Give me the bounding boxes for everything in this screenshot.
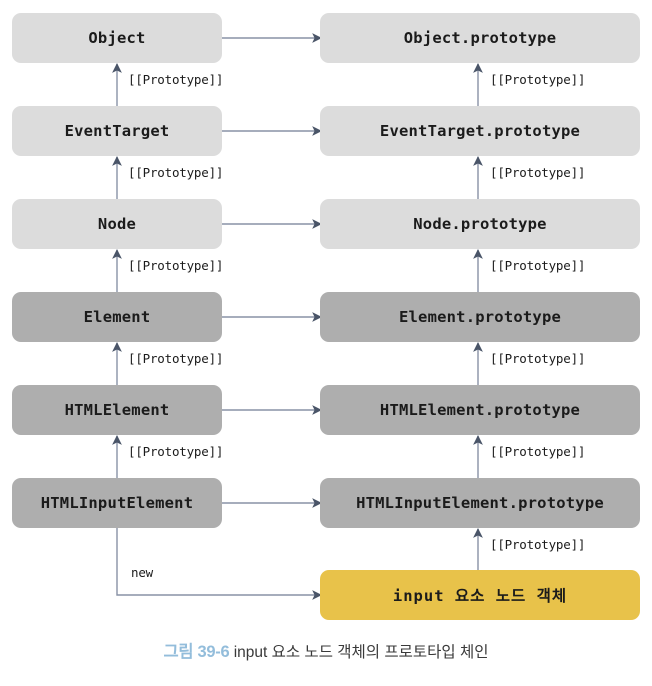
figure-caption-text: input 요소 노드 객체의 프로토타입 체인: [233, 644, 489, 661]
node-object[interactable]: Object: [12, 13, 222, 63]
edge-label-new: new: [131, 565, 153, 580]
figure-caption-number: 그림 39-6: [163, 643, 230, 661]
edge-label-prototype: [[Prototype]]: [490, 165, 586, 180]
node-label: HTMLInputElement.prototype: [356, 494, 604, 512]
node-label: HTMLElement.prototype: [379, 401, 581, 419]
node-label: Node.prototype: [413, 215, 547, 233]
node-label: input 요소 노드 객체: [392, 587, 568, 605]
edge-label-prototype: [[Prototype]]: [128, 72, 224, 87]
node-label: Object.prototype: [403, 29, 557, 47]
edge-new-instance: [116, 528, 322, 600]
node-node-prototype[interactable]: Node.prototype: [320, 199, 640, 249]
edge-label-prototype: [[Prototype]]: [490, 258, 586, 273]
node-label: Element.prototype: [398, 308, 562, 326]
edge-label-prototype: [[Prototype]]: [490, 444, 586, 459]
node-input-node-object[interactable]: input 요소 노드 객체: [320, 570, 640, 620]
node-label: HTMLInputElement: [40, 494, 194, 512]
node-label: Node: [97, 215, 137, 233]
node-label: HTMLElement: [64, 401, 170, 419]
edge-label-prototype: [[Prototype]]: [128, 165, 224, 180]
node-htmlinputelement[interactable]: HTMLInputElement: [12, 478, 222, 528]
edge-label-prototype: [[Prototype]]: [490, 537, 586, 552]
edge-label-prototype: [[Prototype]]: [128, 444, 224, 459]
node-element[interactable]: Element: [12, 292, 222, 342]
node-object-prototype[interactable]: Object.prototype: [320, 13, 640, 63]
node-node[interactable]: Node: [12, 199, 222, 249]
edge-label-prototype: [[Prototype]]: [490, 351, 586, 366]
figure-caption: 그림 39-6 input 요소 노드 객체의 프로토타입 체인: [0, 638, 652, 662]
edge-label-prototype: [[Prototype]]: [128, 258, 224, 273]
node-label: Object: [88, 29, 146, 47]
node-htmlelement-prototype[interactable]: HTMLElement.prototype: [320, 385, 640, 435]
node-element-prototype[interactable]: Element.prototype: [320, 292, 640, 342]
edge-label-prototype: [[Prototype]]: [128, 351, 224, 366]
node-label: EventTarget.prototype: [379, 122, 581, 140]
node-label: Element: [83, 308, 151, 326]
node-label: EventTarget: [64, 122, 170, 140]
node-eventtarget[interactable]: EventTarget: [12, 106, 222, 156]
node-eventtarget-prototype[interactable]: EventTarget.prototype: [320, 106, 640, 156]
edge-label-prototype: [[Prototype]]: [490, 72, 586, 87]
node-htmlelement[interactable]: HTMLElement: [12, 385, 222, 435]
node-htmlinputelement-prototype[interactable]: HTMLInputElement.prototype: [320, 478, 640, 528]
